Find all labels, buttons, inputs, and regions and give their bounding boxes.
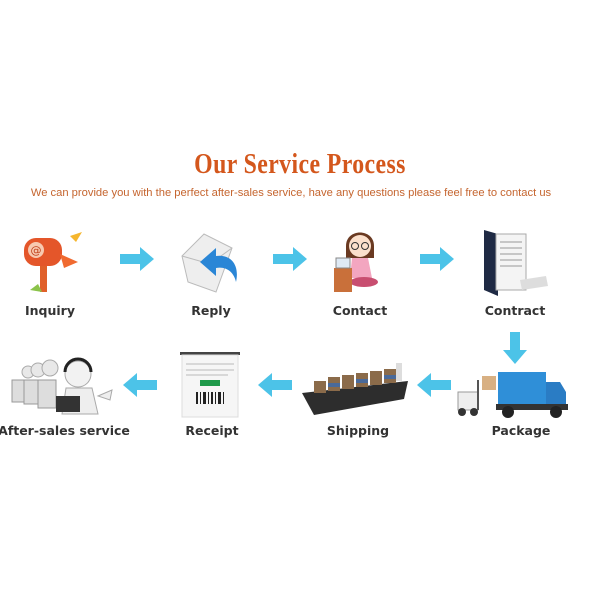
support-agents-icon [6,350,118,420]
woman-at-desk-icon [320,224,400,296]
step-label-shipping: Shipping [326,423,390,438]
arrow-right-icon [273,247,307,271]
mailbox-icon: @ [12,226,92,298]
arrow-right-icon [120,247,154,271]
arrow-down-icon [503,332,527,364]
arrow-right-icon [420,247,454,271]
arrow-left-icon [123,373,157,397]
step-label-receipt: Receipt [185,423,239,438]
svg-text:@: @ [31,244,42,257]
page-subtitle: We can provide you with the perfect afte… [30,187,552,199]
step-label-after-sales-service: After-sales service [0,423,130,438]
arrow-left-icon [258,373,292,397]
step-label-package: Package [491,423,551,438]
step-label-reply: Reply [191,303,231,318]
step-label-contract: Contract [484,303,546,318]
page-title: Our Service Process [194,148,406,180]
truck-forklift-icon [452,350,572,422]
receipt-barcode-icon [178,350,244,418]
document-folder-icon [476,224,556,296]
step-label-inquiry: Inquiry [25,303,75,318]
step-label-contact: Contact [332,303,388,318]
envelope-reply-icon [174,226,254,298]
arrow-left-icon [417,373,451,397]
cargo-ship-icon [300,355,412,427]
